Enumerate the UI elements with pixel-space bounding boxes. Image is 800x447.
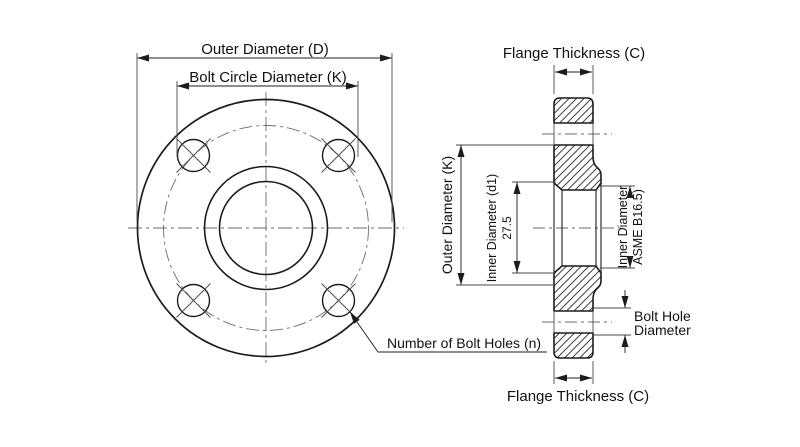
bolt-hole-circle	[176, 283, 211, 318]
dim-flange-thickness-bottom: Flange Thickness (C)	[507, 361, 649, 405]
dim-outer-diameter-d: Outer Diameter (D)	[136, 41, 393, 222]
dim-label-inner-diameter-asme-line1: Inner Diameter	[616, 186, 630, 269]
dim-label-flange-thickness-top: Flange Thickness (C)	[503, 45, 645, 62]
bolt-hole-centermark	[321, 138, 356, 173]
bolt-hole-top-left	[176, 138, 211, 173]
front-view: Outer Diameter (D) Bolt Circle Diameter …	[128, 41, 547, 364]
dim-label-bolt-hole-line2: Diameter	[634, 322, 691, 338]
bolt-hole-bottom-left	[176, 283, 211, 318]
dim-bolt-hole-diameter: Bolt Hole Diameter	[594, 290, 691, 353]
dim-inner-diameter-d1: Inner Diameter (d1) 27.5	[485, 174, 556, 282]
dim-value-inner-diameter-d1: 27.5	[500, 216, 514, 240]
hatch-region-upper-hub	[553, 144, 602, 191]
hatch-region-top-ring	[553, 97, 594, 124]
dim-label-inner-diameter-asme-line2: ASME B16.5)	[631, 189, 645, 265]
dim-label-inner-diameter-d1: Inner Diameter (d1)	[485, 174, 499, 282]
bore-circle	[218, 180, 314, 276]
section-view: Flange Thickness (C) Flange Thickness (C…	[439, 45, 691, 405]
bolt-hole-circle	[176, 138, 211, 173]
dim-label-bolt-circle-k: Bolt Circle Diameter (K)	[189, 69, 347, 86]
hatch-region-bottom-ring	[553, 332, 594, 359]
dim-flange-thickness-top: Flange Thickness (C)	[503, 45, 645, 94]
bolt-hole-centermark	[176, 283, 211, 318]
dim-outer-diameter-k: Outer Diameter (K)	[439, 144, 553, 286]
dim-label-bolt-hole-line1: Bolt Hole	[634, 308, 691, 324]
dim-label-outer-diameter-d: Outer Diameter (D)	[201, 41, 329, 58]
bolt-hole-circle	[321, 283, 356, 318]
section-silhouette-lines	[553, 123, 602, 333]
leader-line	[349, 311, 547, 353]
raised-face-circle	[203, 165, 329, 291]
dim-label-flange-thickness-bottom: Flange Thickness (C)	[507, 388, 649, 405]
callout-number-of-bolt-holes: Number of Bolt Holes (n)	[349, 311, 547, 353]
bolt-hole-centermark	[176, 138, 211, 173]
bolt-circle-centerline	[163, 125, 369, 331]
bolt-hole-bottom-right	[321, 283, 356, 318]
bolt-hole-centermark	[321, 283, 356, 318]
bolt-hole-circle	[321, 138, 356, 173]
callout-label-bolt-holes: Number of Bolt Holes (n)	[387, 335, 541, 351]
bolt-hole-top-right	[321, 138, 356, 173]
dim-inner-diameter-asme: Inner Diameter ASME B16.5)	[600, 185, 645, 269]
dim-bolt-circle-k: Bolt Circle Diameter (K)	[176, 69, 359, 157]
hatch-region-lower-hub	[553, 265, 602, 312]
dim-label-outer-diameter-k: Outer Diameter (K)	[439, 156, 455, 274]
flange-outer-circle	[136, 98, 396, 358]
